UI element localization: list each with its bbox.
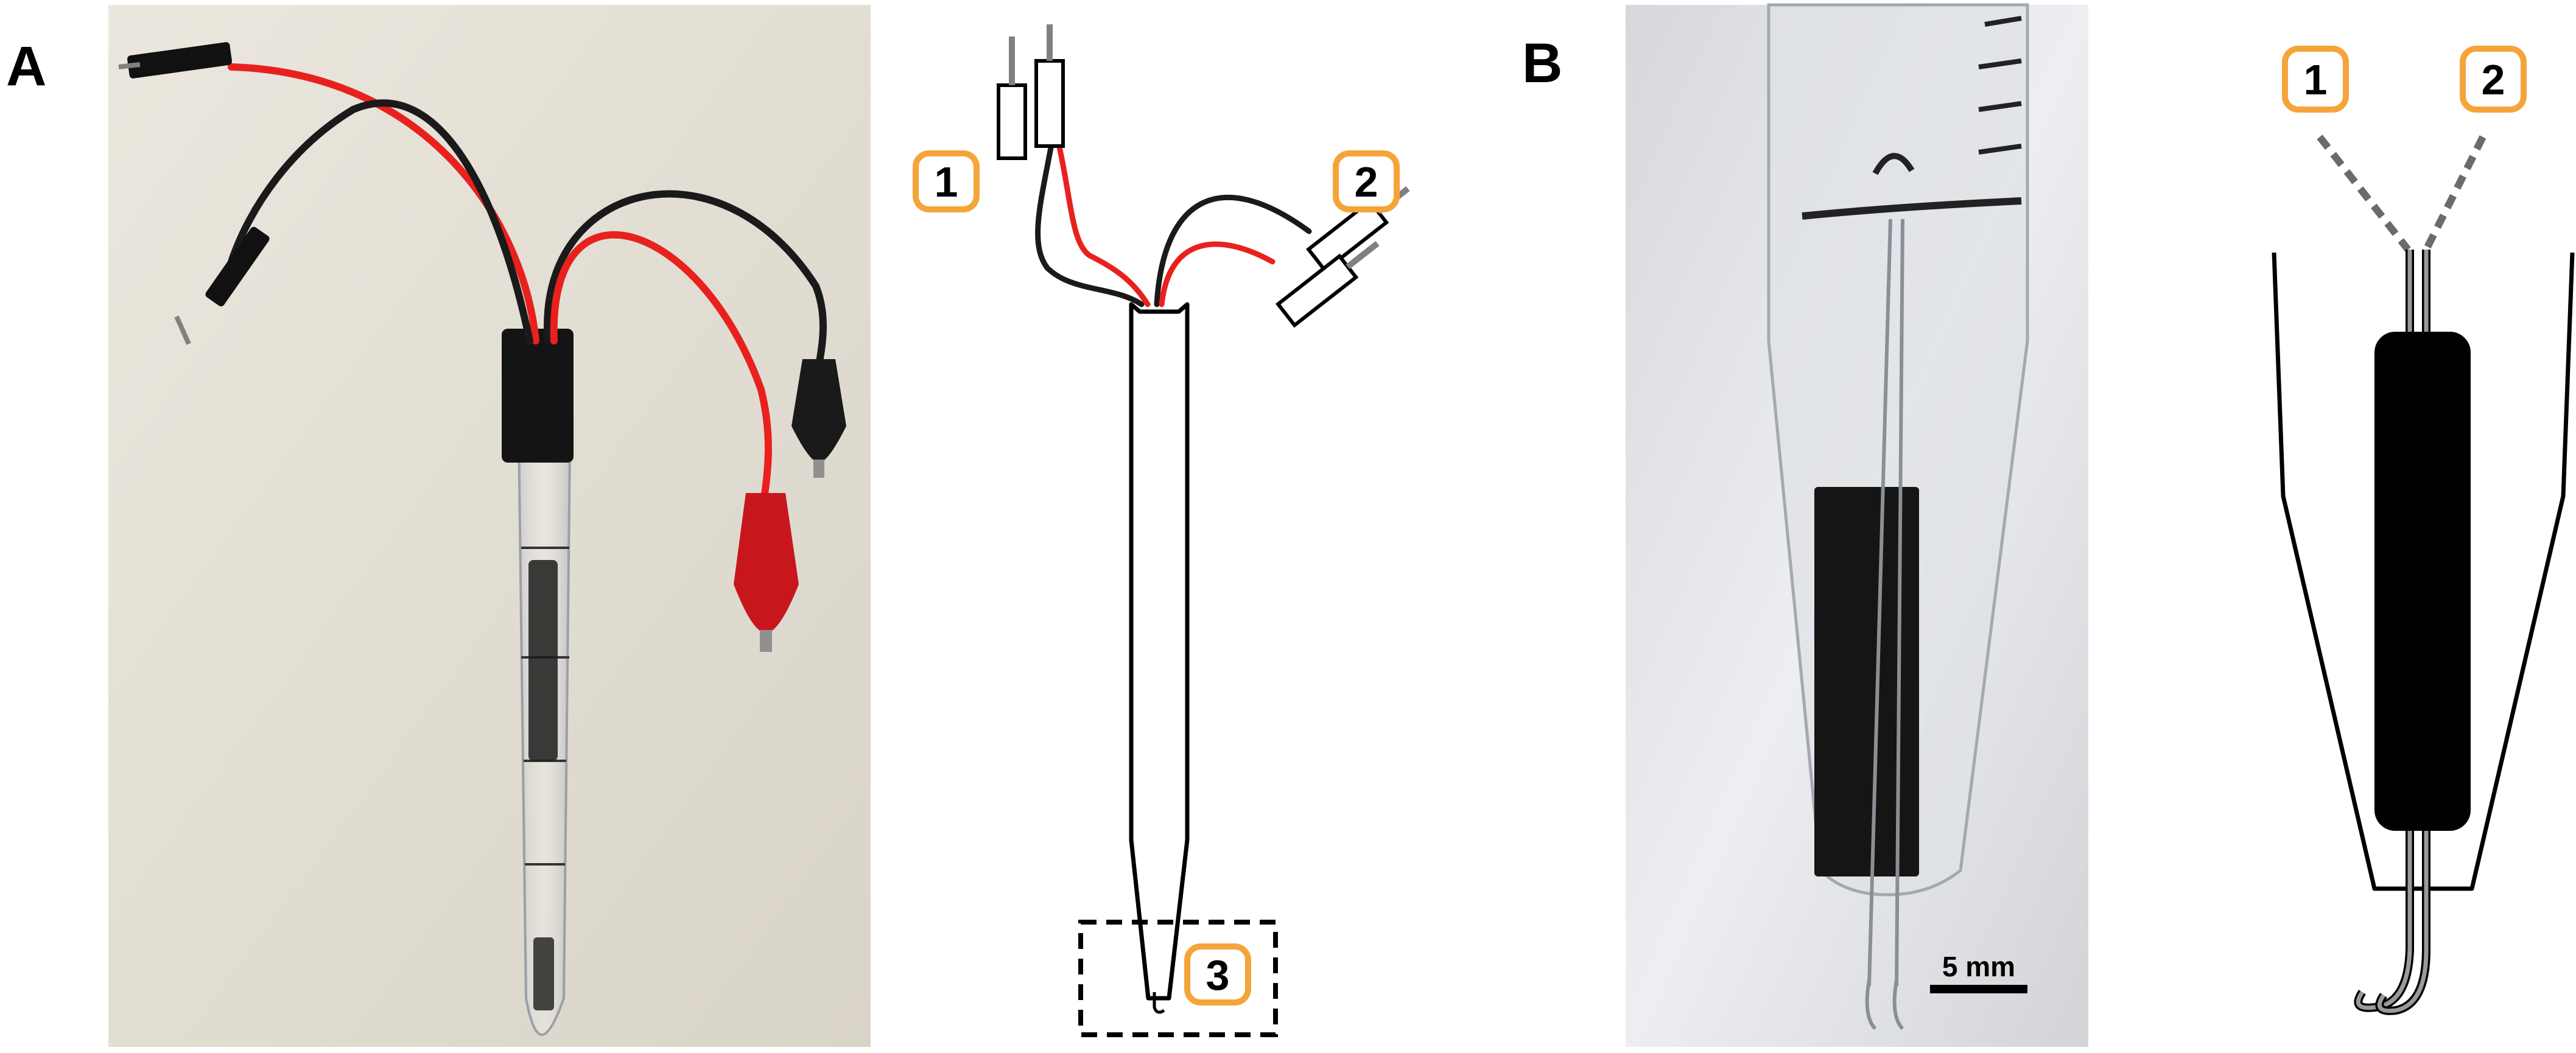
dashed-lead-2 bbox=[2423, 135, 2487, 251]
callout-b1-label: 1 bbox=[2304, 56, 2328, 103]
schematic-red-wire-2 bbox=[1159, 241, 1276, 307]
closeup-hook-2 bbox=[1892, 979, 1904, 1030]
callout-a1-box bbox=[913, 150, 980, 212]
closeup-graduations bbox=[1802, 16, 2022, 220]
callout-b1-box bbox=[2282, 46, 2349, 113]
panel-b-schematic: 1 2 bbox=[2272, 46, 2575, 1015]
closeup-black-cylinder bbox=[1814, 487, 1919, 876]
connector-block bbox=[502, 329, 574, 463]
pin-tip-2 bbox=[174, 315, 191, 345]
schematic-black-wire-2 bbox=[1154, 195, 1312, 307]
red-wire-2 bbox=[550, 231, 772, 503]
scale-bar-label: 5 mm bbox=[1942, 951, 2015, 982]
pin-tip-1 bbox=[118, 62, 141, 69]
inner-wire-2 bbox=[2375, 250, 2430, 1015]
scale-bar-line bbox=[1930, 985, 2027, 993]
schematic-pin-1 bbox=[997, 83, 1027, 160]
callout-a2-label: 2 bbox=[1355, 158, 1378, 206]
schematic-black-wire-1 bbox=[1035, 138, 1145, 307]
hook-tip bbox=[1153, 992, 1165, 1014]
schematic-pin-2 bbox=[1034, 59, 1065, 148]
schematic-pin-4 bbox=[1275, 241, 1380, 328]
panel-a-photo bbox=[108, 5, 871, 1047]
pin-connector-1 bbox=[127, 42, 233, 79]
red-clip bbox=[734, 493, 799, 633]
callout-a1-label: 1 bbox=[935, 158, 958, 206]
black-wire-1 bbox=[228, 99, 533, 345]
red-wire-1 bbox=[228, 63, 539, 345]
black-cylinder bbox=[528, 560, 558, 761]
callout-b2-box bbox=[2460, 46, 2527, 113]
closeup-hook-1 bbox=[1865, 979, 1877, 1030]
callout-b2-label: 2 bbox=[2482, 56, 2505, 103]
closeup-wire-2 bbox=[1895, 219, 1904, 987]
black-wire-2 bbox=[544, 190, 827, 369]
panel-a-schematic: 1 2 3 bbox=[913, 24, 1410, 1037]
schematic-red-wire-1 bbox=[1055, 138, 1151, 307]
pin-connector-2 bbox=[205, 226, 270, 307]
panel-b-photo: 5 mm bbox=[1626, 3, 2088, 1047]
red-clip-tip bbox=[760, 630, 772, 652]
callout-a3-label: 3 bbox=[1206, 951, 1230, 999]
panel-label-a: A bbox=[6, 35, 46, 97]
black-clip-tip bbox=[813, 460, 824, 478]
pipette-outline bbox=[1129, 302, 1190, 1001]
dashed-lead-1 bbox=[2317, 135, 2411, 252]
closeup-wire-1 bbox=[1867, 219, 1892, 987]
callout-a2-box bbox=[1333, 150, 1400, 212]
schematic-black-cylinder bbox=[2374, 332, 2471, 831]
tip-cylinder bbox=[533, 937, 554, 1010]
panel-label-b: B bbox=[1522, 32, 1562, 94]
callout-a3-box bbox=[1184, 943, 1251, 1006]
black-clip bbox=[791, 359, 846, 463]
